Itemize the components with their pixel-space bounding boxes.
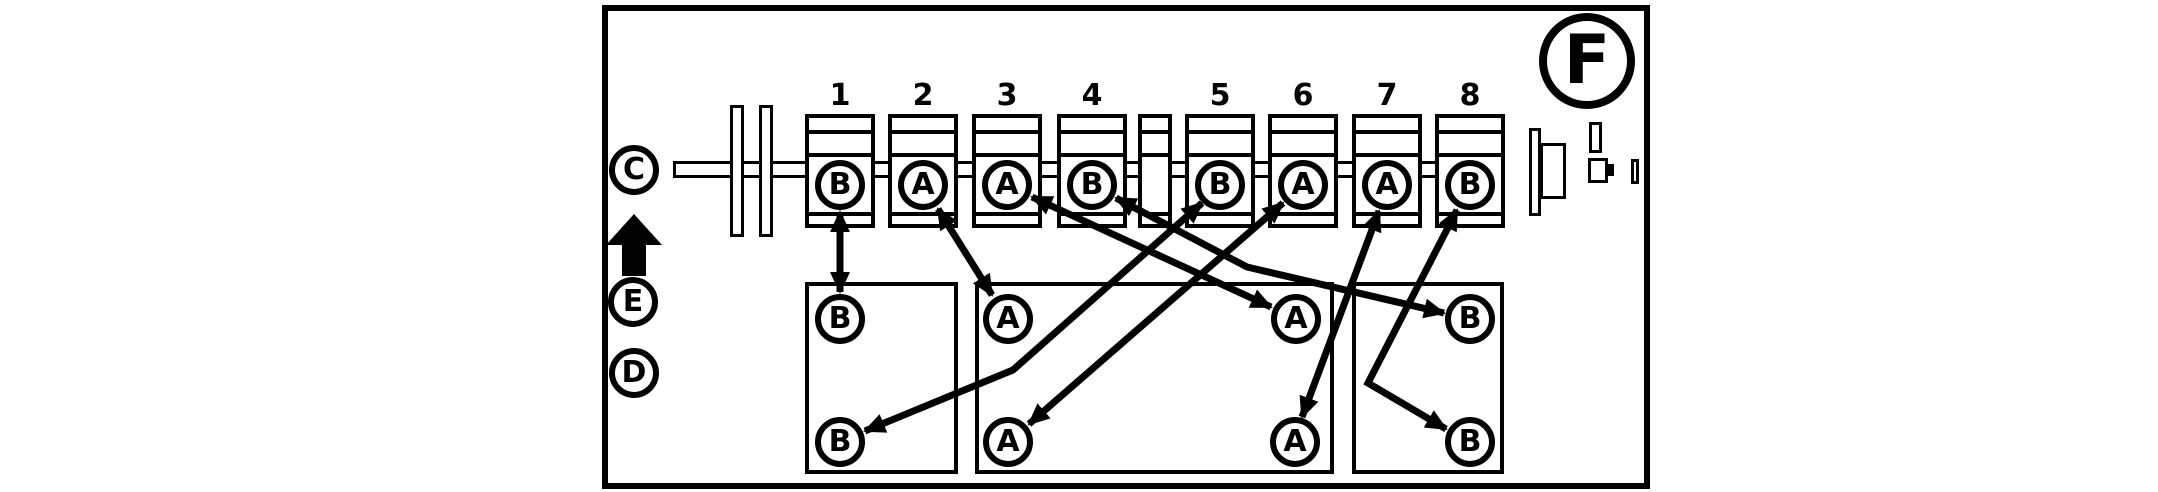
block-line	[809, 153, 871, 157]
bank3-top-letter: B	[1458, 301, 1482, 336]
block-line	[976, 130, 1038, 134]
block-line	[1272, 212, 1334, 216]
cylinder-block-1: B	[805, 114, 875, 228]
small-connector-2-tab	[1606, 164, 1614, 176]
cylinder-3-number: 3	[996, 78, 1018, 113]
block-line	[976, 212, 1038, 216]
bank2-bottom-right-letter: A	[1283, 424, 1307, 459]
pulley-plate-1	[730, 105, 744, 237]
callout-f-label: F	[1563, 21, 1611, 100]
cylinder-block-6: A	[1268, 114, 1338, 228]
block-line	[1272, 153, 1334, 157]
cylinder-5-letter: B	[1208, 167, 1232, 202]
cylinder-3-terminal: A	[982, 160, 1032, 210]
callout-c-label: C	[622, 152, 646, 187]
bank2-top-left-letter: A	[996, 301, 1020, 336]
block-line	[892, 212, 954, 216]
bank1-top-letter: B	[828, 301, 852, 336]
cylinder-4-terminal: B	[1067, 160, 1117, 210]
block-line	[1356, 212, 1418, 216]
bank2-bottom-left-letter: A	[996, 424, 1020, 459]
block-line	[1439, 153, 1501, 157]
block-line	[1142, 153, 1168, 157]
block-line	[809, 212, 871, 216]
cylinder-5-terminal: B	[1195, 160, 1245, 210]
callout-e: E	[608, 277, 658, 327]
small-connector-2	[1588, 158, 1608, 183]
cylinder-block-2: A	[888, 114, 958, 228]
block-line	[1061, 130, 1123, 134]
block-line	[1061, 212, 1123, 216]
end-plate	[1529, 128, 1541, 216]
block-line	[892, 130, 954, 134]
cylinder-8-terminal: B	[1445, 160, 1495, 210]
bank2-top-right-terminal: A	[1271, 294, 1321, 344]
block-line	[1142, 130, 1168, 134]
block-line	[1189, 130, 1251, 134]
block-line	[1439, 212, 1501, 216]
block-line	[1189, 212, 1251, 216]
cylinder-7-number: 7	[1376, 78, 1398, 113]
bank3-bottom-letter: B	[1458, 424, 1482, 459]
bank3-top-terminal: B	[1445, 294, 1495, 344]
cylinder-7-letter: A	[1375, 167, 1399, 202]
bank1-bottom-terminal: B	[815, 417, 865, 467]
block-line	[1061, 153, 1123, 157]
callout-d: D	[609, 348, 659, 398]
cylinder-8-letter: B	[1458, 167, 1482, 202]
bank3-bottom-terminal: B	[1445, 417, 1495, 467]
block-line	[809, 130, 871, 134]
block-line	[976, 153, 1038, 157]
bank2-top-left-terminal: A	[983, 294, 1033, 344]
block-line	[1189, 153, 1251, 157]
cylinder-block-3: A	[972, 114, 1042, 228]
cylinder-8-number: 8	[1459, 78, 1481, 113]
block-line	[892, 153, 954, 157]
pulley-plate-2	[759, 105, 773, 237]
cylinder-block-5: B	[1185, 114, 1255, 228]
callout-d-label: D	[621, 355, 647, 390]
cylinder-2-letter: A	[911, 167, 935, 202]
bank1-bottom-letter: B	[828, 424, 852, 459]
bank2-bottom-left-terminal: A	[983, 417, 1033, 467]
cylinder-4-number: 4	[1081, 78, 1103, 113]
small-connector-1	[1589, 122, 1602, 153]
cylinder-2-number: 2	[912, 78, 934, 113]
callout-e-label: E	[622, 284, 644, 319]
block-spacer	[1138, 114, 1172, 228]
cylinder-4-letter: B	[1080, 167, 1104, 202]
callout-c: C	[609, 145, 659, 195]
bank2-top-right-letter: A	[1284, 301, 1308, 336]
block-line	[1356, 130, 1418, 134]
block-line	[1356, 153, 1418, 157]
block-line	[1439, 130, 1501, 134]
cylinder-1-number: 1	[829, 78, 851, 113]
cylinder-7-terminal: A	[1362, 160, 1412, 210]
end-block	[1540, 143, 1566, 199]
cylinder-2-terminal: A	[898, 160, 948, 210]
small-connector-3	[1631, 159, 1639, 184]
cylinder-block-8: B	[1435, 114, 1505, 228]
bank2-bottom-right-terminal: A	[1270, 417, 1320, 467]
cylinder-block-4: B	[1057, 114, 1127, 228]
cylinder-3-letter: A	[995, 167, 1019, 202]
cylinder-5-number: 5	[1209, 78, 1231, 113]
cylinder-1-terminal: B	[815, 160, 865, 210]
cylinder-1-letter: B	[828, 167, 852, 202]
cylinder-6-letter: A	[1291, 167, 1315, 202]
block-line	[1142, 212, 1168, 216]
cylinder-block-7: A	[1352, 114, 1422, 228]
cylinder-6-terminal: A	[1278, 160, 1328, 210]
cylinder-6-number: 6	[1292, 78, 1314, 113]
bank1-top-terminal: B	[815, 294, 865, 344]
callout-f: F	[1539, 13, 1635, 109]
block-line	[1272, 130, 1334, 134]
